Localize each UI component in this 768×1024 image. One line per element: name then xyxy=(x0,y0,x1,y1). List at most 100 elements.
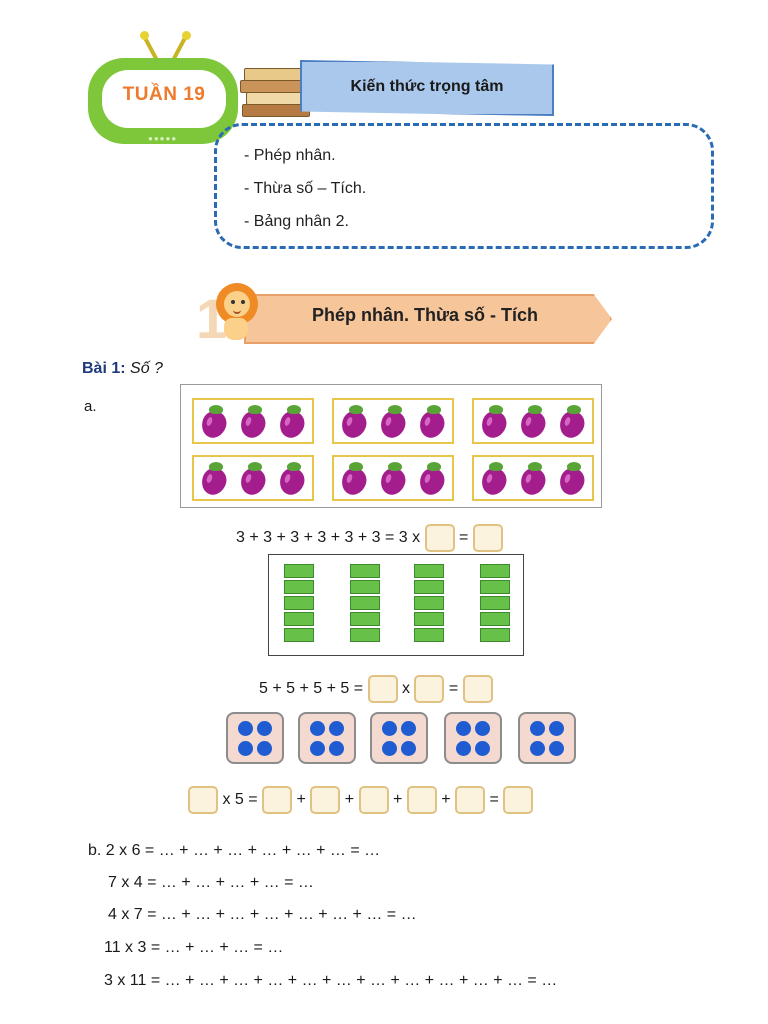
blue-dot xyxy=(310,740,325,756)
part-a-label: a. xyxy=(84,398,97,415)
answer-box[interactable] xyxy=(262,786,293,814)
answer-box[interactable] xyxy=(414,675,445,703)
equation-3-text: x 5 = xyxy=(222,791,258,809)
part-b-line: b. 2 x 6 = … + … + … + … + … + … = … xyxy=(88,842,381,859)
answer-box[interactable] xyxy=(188,786,218,814)
green-block xyxy=(414,596,444,610)
eggplant-icon xyxy=(337,404,370,442)
equation-2-text: 5 + 5 + 5 + 5 = xyxy=(259,680,364,698)
eggplant-group xyxy=(472,398,594,444)
green-block xyxy=(284,564,314,578)
eggplant-icon xyxy=(197,461,230,499)
eggplant-icon xyxy=(276,461,309,499)
green-block xyxy=(284,580,314,594)
blue-dot xyxy=(257,720,272,736)
knowledge-box xyxy=(214,123,714,249)
answer-box[interactable] xyxy=(424,524,455,552)
blue-dot xyxy=(238,720,253,736)
tv-screen xyxy=(102,70,226,128)
green-rod xyxy=(480,564,510,642)
green-rod xyxy=(284,564,314,642)
eggplant-icon xyxy=(556,404,589,442)
part-b-line: 3 x 11 = … + … + … + … + … + … + … + … +… xyxy=(104,972,558,989)
answer-box[interactable] xyxy=(358,786,389,814)
eggplant-icon xyxy=(237,461,269,499)
green-block xyxy=(480,628,510,642)
week-label: TUẦN 19 xyxy=(122,84,206,105)
answer-box[interactable] xyxy=(455,786,486,814)
answer-box[interactable] xyxy=(310,786,341,814)
blue-dot xyxy=(475,720,490,736)
green-block xyxy=(480,596,510,610)
blue-dot xyxy=(475,740,490,756)
answer-box[interactable] xyxy=(462,675,493,703)
blue-dot xyxy=(382,720,397,736)
blue-dot xyxy=(329,720,344,736)
eggplant-group xyxy=(332,398,454,444)
times-sign: x xyxy=(402,680,410,698)
green-block xyxy=(414,612,444,626)
blue-dot xyxy=(530,740,545,756)
part-b-line: 7 x 4 = … + … + … + … = … xyxy=(108,874,314,891)
green-block xyxy=(414,580,444,594)
dot-card xyxy=(370,712,428,764)
answer-box[interactable] xyxy=(406,786,437,814)
antenna-ball-right xyxy=(182,31,191,40)
equals-sign: = xyxy=(448,680,459,698)
blue-dot xyxy=(456,720,471,736)
green-block xyxy=(480,564,510,578)
green-block xyxy=(350,628,380,642)
green-rod xyxy=(350,564,380,642)
green-block xyxy=(284,628,314,642)
eggplant-icon xyxy=(377,404,409,442)
tv-speaker-dots: ●●●●● xyxy=(148,134,178,143)
answer-box[interactable] xyxy=(367,675,398,703)
eggplant-icon xyxy=(237,404,269,442)
knowledge-banner-title: Kiến thức trọng tâm xyxy=(350,78,504,95)
exercise-label: Bài 1: Số ? xyxy=(82,360,163,378)
green-block xyxy=(350,580,380,594)
eggplant-icon xyxy=(517,461,549,499)
knowledge-item: - Bảng nhân 2. xyxy=(244,213,349,230)
equals-sign: = xyxy=(489,791,499,809)
blue-dot xyxy=(382,740,397,756)
green-block xyxy=(350,564,380,578)
answer-box[interactable] xyxy=(503,786,534,814)
blue-dot xyxy=(329,740,344,756)
knowledge-item: - Phép nhân. xyxy=(244,147,336,164)
blue-dot xyxy=(456,740,471,756)
green-block xyxy=(284,612,314,626)
antenna-ball-left xyxy=(140,31,149,40)
eggplant-frame xyxy=(180,384,602,508)
blue-dot xyxy=(549,720,564,736)
green-block xyxy=(480,580,510,594)
equation-1-text: 3 + 3 + 3 + 3 + 3 + 3 = 3 x xyxy=(236,529,421,547)
blue-dot xyxy=(238,740,253,756)
lesson-banner xyxy=(244,294,612,344)
eggplant-group xyxy=(332,455,454,501)
green-block xyxy=(414,564,444,578)
equation-3: x 5 = + + + + = xyxy=(188,786,534,814)
dot-card xyxy=(518,712,576,764)
eggplant-icon xyxy=(477,461,510,499)
part-b-line: 4 x 7 = … + … + … + … + … + … + … = … xyxy=(108,906,417,923)
lesson-title: Phép nhân. Thừa số - Tích xyxy=(311,305,539,325)
blue-dot xyxy=(549,740,564,756)
exercise-number: Bài 1: xyxy=(82,360,126,377)
eggplant-group xyxy=(192,455,314,501)
green-block xyxy=(480,612,510,626)
plus-sign: + xyxy=(441,791,451,809)
green-block xyxy=(414,628,444,642)
blue-dot xyxy=(401,720,416,736)
eggplant-icon xyxy=(477,404,510,442)
eggplant-group xyxy=(472,455,594,501)
dot-card xyxy=(226,712,284,764)
dot-card xyxy=(298,712,356,764)
plus-sign: + xyxy=(296,791,306,809)
dot-card xyxy=(444,712,502,764)
green-block xyxy=(350,612,380,626)
rods-frame xyxy=(268,554,524,656)
eggplant-icon xyxy=(517,404,549,442)
green-block xyxy=(284,596,314,610)
answer-box[interactable] xyxy=(472,524,503,552)
